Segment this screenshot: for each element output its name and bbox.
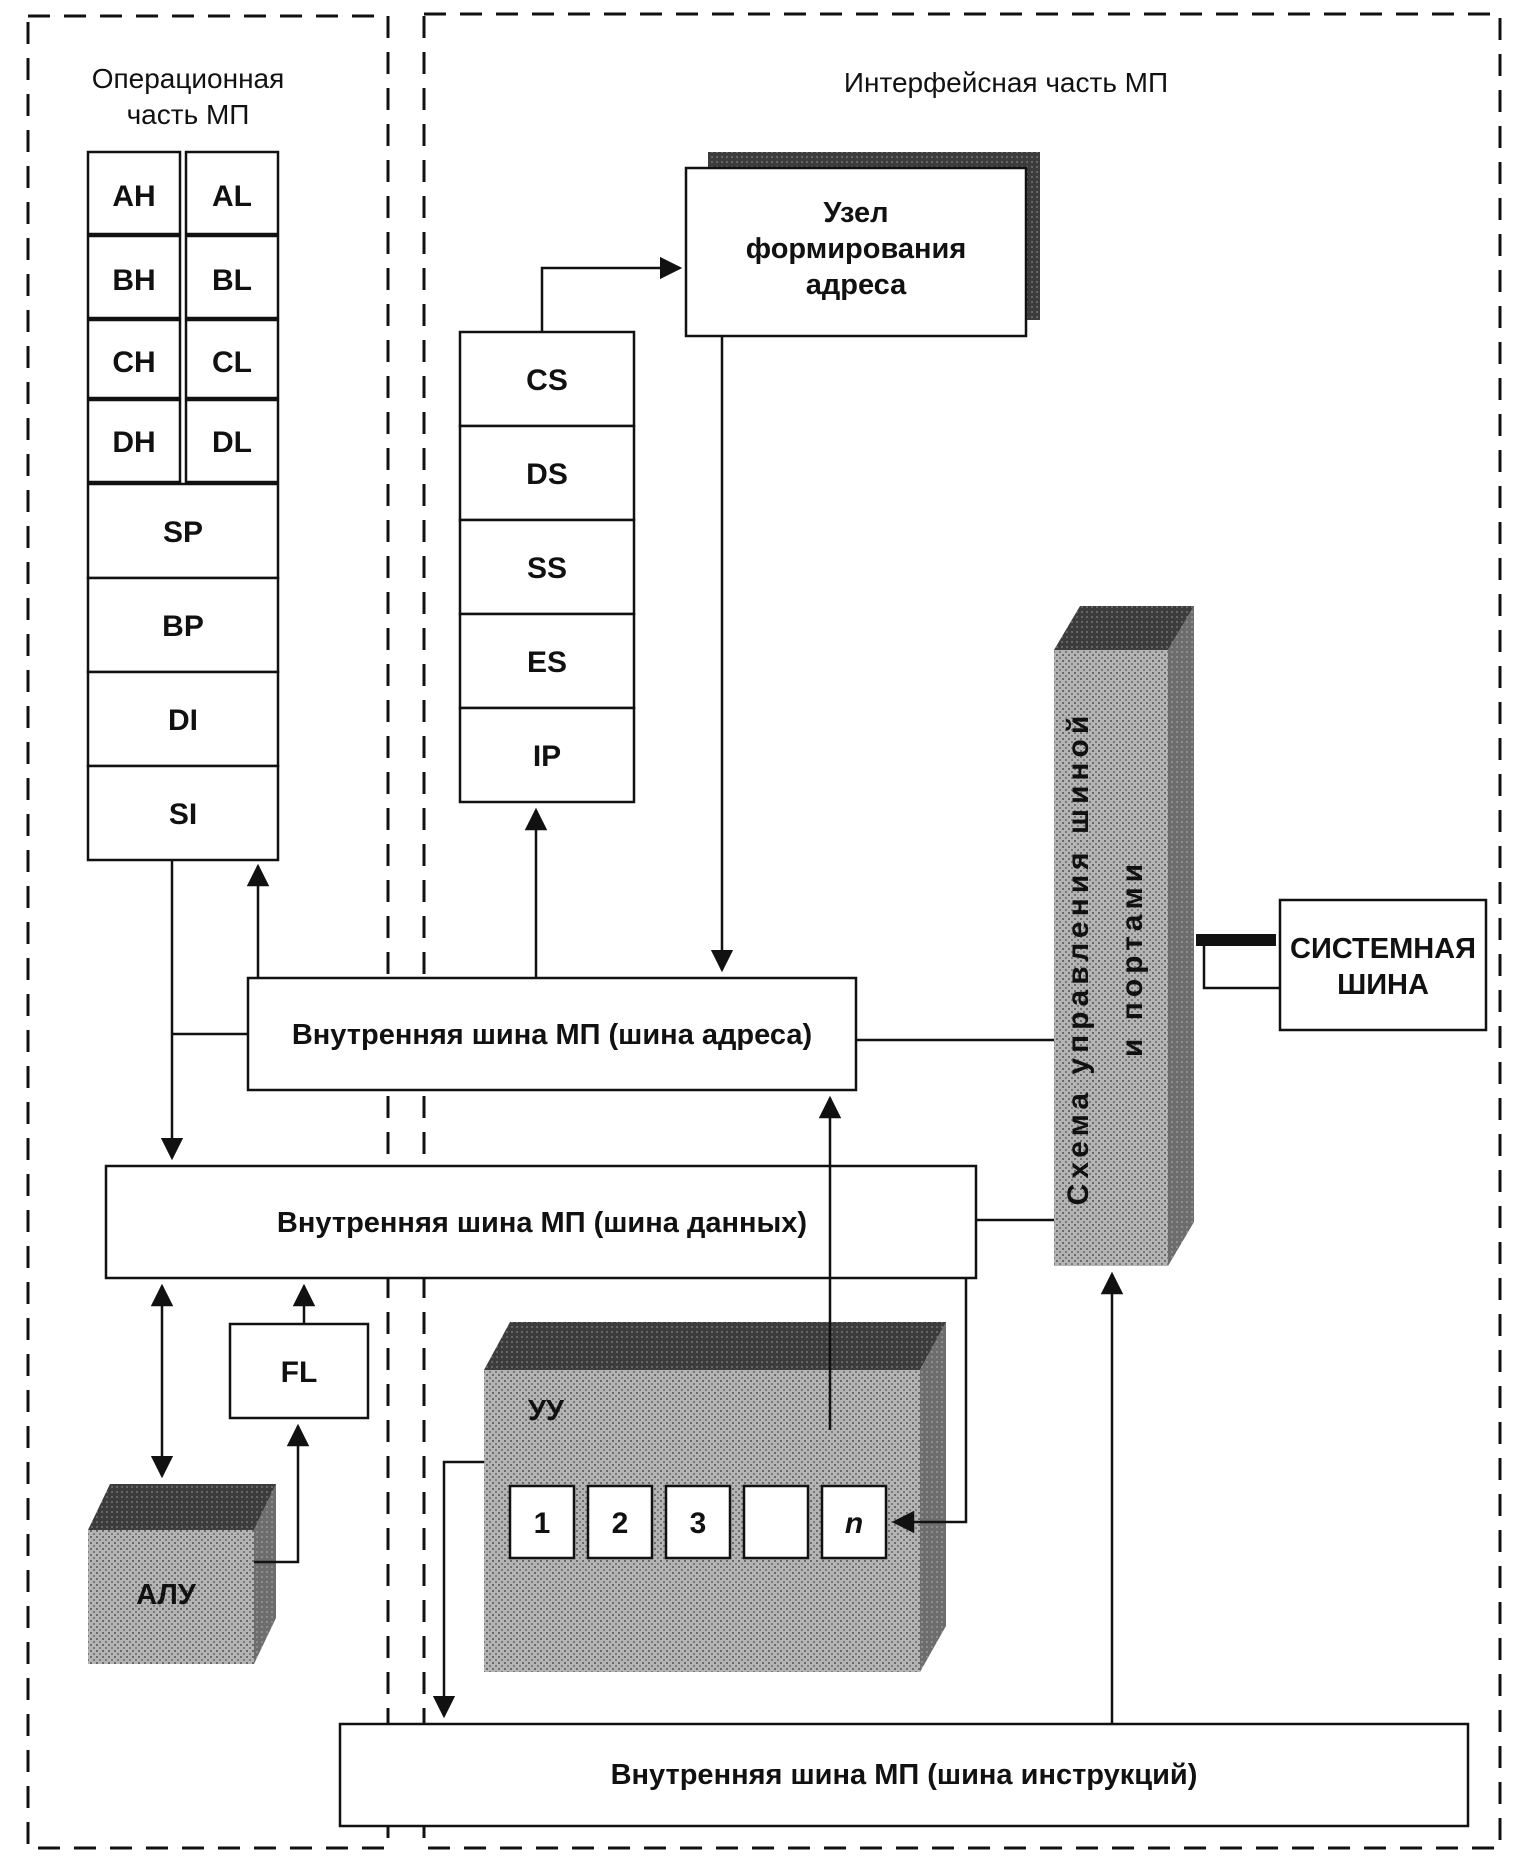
register-al: AL [212,180,252,213]
queue-label-3: 3 [690,1507,707,1540]
queue-label-1: 1 [534,1507,551,1540]
segment-register-block: CS DS SS ES IP [458,330,636,804]
alu-label: АЛУ [136,1579,197,1611]
pointer-register-block: SP BP DI SI [86,482,280,862]
register-ip: IP [533,740,561,773]
data-bus-label: Внутренняя шина МП (шина данных) [277,1207,807,1239]
control-unit-label: УУ [528,1395,565,1427]
interface-section-title: Интерфейсная часть МП [844,67,1168,98]
address-bus-label: Внутренняя шина МП (шина адреса) [292,1019,812,1051]
bus-port-control-unit: Схема управления шиной и портами [1054,606,1194,1266]
register-ss: SS [527,552,567,585]
address-unit-line1: Узел [823,197,888,229]
queue-cell-n [820,1484,888,1560]
instruction-bus: Внутренняя шина МП (шина инструкций) [338,1722,1470,1828]
alu-block: АЛУ [88,1484,276,1664]
queue-label-2: 2 [612,1507,629,1540]
control-unit-to-instruction-bus-arrow [432,1460,484,1719]
queue-label-n: n [845,1507,863,1540]
flags-register: FL [228,1322,370,1420]
register-si: SI [169,798,197,831]
system-bus-connector-bar [1196,934,1276,946]
register-sp: SP [163,516,203,549]
alu-to-flags-arrow [254,1423,310,1564]
queue-cell-4 [742,1484,810,1560]
register-dh: DH [112,426,155,459]
address-unit-line3: адреса [806,269,907,301]
register-di: DI [168,704,198,737]
address-formation-unit: Узел формирования адреса [684,152,1040,338]
register-es: ES [527,646,567,679]
bus-control-label-line2: и портами [1116,859,1149,1057]
queue-cell-1 [508,1484,576,1560]
data-bus: Внутренняя шина МП (шина данных) [104,1164,978,1280]
system-bus-connector [1202,946,1280,990]
bus-control-label-line1: Схема управления шиной [1062,711,1095,1206]
register-bl: BL [212,264,252,297]
gp-register-block: AH AL BH BL CH CL DH DL [86,150,280,484]
data-bus-to-queue-arrow [891,1278,968,1534]
cs-to-address-unit-arrow [540,256,683,332]
system-bus-line1: СИСТЕМНАЯ [1290,933,1476,965]
interface-section-frame [422,12,1502,1850]
address-bus: Внутренняя шина МП (шина адреса) [246,976,858,1092]
control-unit: УУ 1 2 3 n [484,1322,946,1672]
queue-cell-2 [586,1484,654,1560]
operational-section-subtitle: часть МП [127,99,250,130]
system-bus-line2: ШИНА [1337,969,1429,1001]
operational-section-title: Операционная [92,63,285,94]
register-dl: DL [212,426,252,459]
register-ch: CH [112,346,155,379]
queue-cell-3 [664,1484,732,1560]
instruction-bus-label: Внутренняя шина МП (шина инструкций) [611,1759,1198,1791]
operational-section-frame [26,14,390,1850]
register-ah: AH [112,180,155,213]
register-bp: BP [162,610,204,643]
register-ds: DS [526,458,568,491]
register-cl: CL [212,346,252,379]
register-bh: BH [112,264,155,297]
address-unit-line2: формирования [746,233,967,265]
system-bus-box: СИСТЕМНАЯ ШИНА [1278,898,1488,1032]
register-cs: CS [526,364,568,397]
flags-label: FL [281,1356,318,1389]
